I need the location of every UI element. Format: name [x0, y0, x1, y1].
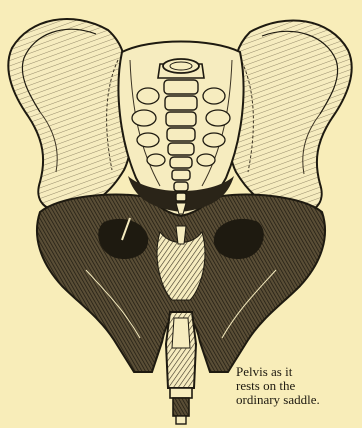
caption-line-3: ordinary saddle. — [236, 393, 360, 407]
caption-line-1: Pelvis as it — [236, 365, 360, 379]
right-iliac-wing — [229, 20, 352, 212]
left-iliac-wing — [8, 19, 131, 211]
caption-line-2: rests on the — [236, 379, 360, 393]
saddle-post — [166, 312, 196, 424]
figure-caption: Pelvis as it rests on the ordinary saddl… — [236, 365, 360, 407]
